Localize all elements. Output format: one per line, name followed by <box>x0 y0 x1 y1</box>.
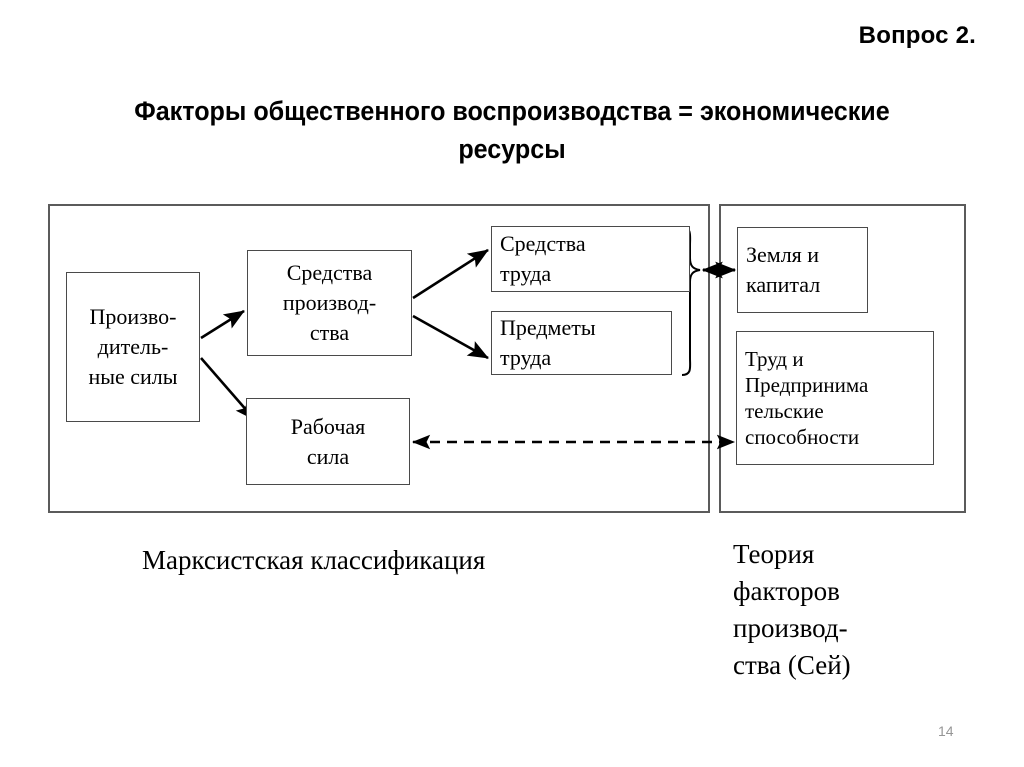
caption-theory-of-factors: Теория факторов производ- ства (Сей) <box>733 536 983 684</box>
caption-theory-of-factors-line3: производ- <box>733 613 848 643</box>
node-land-and-capital-line1: Земля и <box>746 242 820 267</box>
caption-theory-of-factors-line1: Теория <box>733 539 815 569</box>
node-means-of-labour-line1: Средства <box>500 231 586 256</box>
page-title: Факторы общественного воспроизводства = … <box>134 96 890 164</box>
node-means-of-production-line2: производ- <box>282 290 377 315</box>
node-labour-force[interactable]: Рабочая сила <box>246 398 410 485</box>
node-objects-of-labour[interactable]: Предметы труда <box>491 311 672 375</box>
node-labour-and-entrepreneurship-line3: тельские <box>745 399 824 423</box>
caption-marxist-classification: Марксистская классификация <box>142 545 486 575</box>
caption-theory-of-factors-line4: ства (Сей) <box>733 650 851 680</box>
node-objects-of-labour-line2: труда <box>500 345 552 370</box>
node-land-and-capital-line2: капитал <box>746 272 821 297</box>
slide-header-label: Вопрос 2. <box>858 22 976 49</box>
caption-theory-of-factors-line2: факторов <box>733 576 840 606</box>
marxist-classification-group <box>48 204 710 513</box>
node-productive-forces-line1: Произво- <box>89 304 177 329</box>
node-means-of-production-line3: ства <box>309 320 350 345</box>
factors-of-production-group <box>719 204 966 513</box>
node-means-of-production-line1: Средства <box>286 260 373 285</box>
node-labour-and-entrepreneurship-line1: Труд и <box>745 347 804 371</box>
node-means-of-production[interactable]: Средства производ- ства <box>247 250 412 356</box>
node-means-of-labour-line2: труда <box>500 261 552 286</box>
node-land-and-capital[interactable]: Земля и капитал <box>737 227 868 313</box>
node-labour-force-line2: сила <box>306 443 350 469</box>
node-labour-and-entrepreneurship[interactable]: Труд и Предпринима тельские способности <box>736 331 934 465</box>
node-objects-of-labour-line1: Предметы <box>500 315 596 340</box>
node-productive-forces[interactable]: Произво- дитель- ные силы <box>66 272 200 422</box>
node-productive-forces-line2: дитель- <box>97 334 169 359</box>
node-productive-forces-line3: ные силы <box>88 364 178 389</box>
node-labour-and-entrepreneurship-line2: Предпринима <box>745 373 869 397</box>
node-means-of-labour[interactable]: Средства труда <box>491 226 690 292</box>
node-labour-force-line1: Рабочая <box>290 413 366 439</box>
node-labour-and-entrepreneurship-line4: способности <box>745 425 860 449</box>
page-number: 14 <box>938 723 954 739</box>
